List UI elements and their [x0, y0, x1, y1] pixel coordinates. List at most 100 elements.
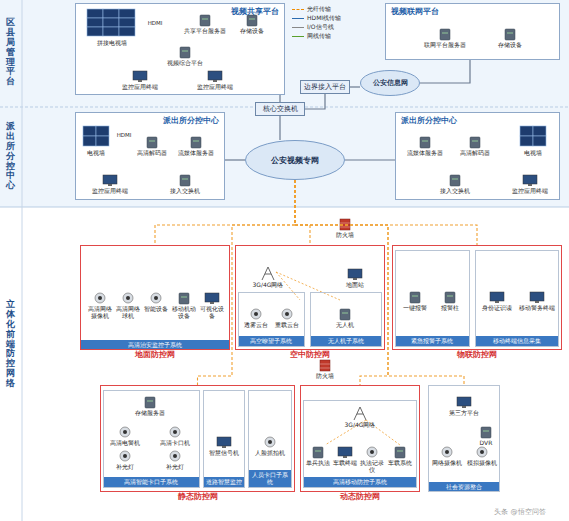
title-bar: 高清移动防控子系统 — [304, 477, 416, 487]
monitor-icon — [495, 301, 499, 303]
monitor-icon — [210, 302, 214, 304]
monitor-icon — [338, 447, 352, 456]
server-icon — [410, 292, 420, 303]
panel-heading: 视频联网平台 — [391, 7, 439, 17]
device-label: 无人机 — [330, 322, 360, 329]
monitor-icon — [217, 437, 231, 446]
panel-ground — [75, 3, 285, 95]
legend-row: 网线传输 — [292, 32, 341, 41]
server-icon — [445, 292, 455, 303]
device-label: 高清卡口机 — [157, 440, 193, 447]
subsystem-name: 紧急报警子系统 — [411, 337, 453, 344]
platform-panel: 视频联网平台 — [385, 3, 560, 60]
firewall-icon — [320, 360, 330, 371]
cloud-node: 公安信息网 — [360, 70, 420, 96]
server-icon — [149, 141, 155, 142]
camera-icon — [477, 447, 487, 457]
monitor-icon — [103, 175, 117, 184]
device-label: 高清解码器 — [458, 150, 492, 157]
group-caption: 物联防控网 — [383, 350, 569, 360]
camera-icon — [370, 450, 374, 454]
network-group: 静态防控网高清智能卡口子系统道路智慧监控人员卡口子系统 — [100, 385, 295, 492]
server-icon — [247, 15, 257, 26]
subsystem-box: 高清移动防控子系统 — [303, 400, 417, 488]
network-group: 物联防控网紧急报警子系统移动终端信息采集 — [392, 245, 562, 350]
cloud-outline — [246, 141, 345, 180]
side-label: 立体化前端防控网络 — [6, 300, 15, 389]
dashed-connector — [155, 180, 295, 245]
legend-row: I/O信号线 — [292, 23, 341, 32]
subsystem-name: 无人机子系统 — [328, 337, 364, 344]
tower-icon — [262, 267, 274, 280]
server-icon — [505, 29, 515, 40]
server-icon — [200, 15, 210, 26]
divider — [0, 207, 569, 208]
connector — [345, 159, 395, 160]
monitor-icon — [208, 71, 222, 80]
device-label: 一键报警 — [400, 305, 430, 312]
device-label: 补光灯 — [110, 464, 140, 471]
device-label: 报警柱 — [435, 305, 465, 312]
title-bar: 人员卡口子系统 — [249, 470, 291, 487]
server-icon — [442, 33, 448, 34]
subsystem-box: 高空瞭望子系统 — [238, 292, 305, 347]
server-icon — [395, 447, 405, 458]
device-label: 防火墙 — [313, 373, 337, 380]
connector — [225, 159, 245, 160]
connector — [350, 86, 360, 87]
server-icon — [313, 447, 323, 458]
camera-icon — [123, 293, 133, 303]
monitor-icon — [530, 292, 544, 301]
watermark: 头条 @悟空问答 — [475, 508, 565, 516]
device-label: 视频综合平台 — [165, 60, 205, 67]
monitor-icon — [348, 269, 362, 278]
server-icon — [450, 175, 460, 186]
cloud-node: 公安视频专网 — [245, 140, 345, 180]
legend-sample — [292, 27, 304, 28]
device-box: 边界接入平台 — [300, 80, 350, 94]
subsystem-box: 社会资源整合 — [428, 385, 500, 492]
camera-icon — [95, 293, 105, 303]
monitor-icon — [108, 184, 112, 186]
title-bar: 社会资源整合 — [429, 482, 499, 492]
network-group: 动态防控网高清移动防控子系统 — [300, 385, 420, 492]
title-bar: 高空瞭望子系统 — [239, 336, 304, 346]
legend-text: 光纤传输 — [307, 5, 331, 14]
server-icon — [147, 137, 157, 148]
device-label: 网络摄像机 — [432, 460, 462, 467]
device-label: 智能设备 — [143, 306, 170, 313]
monitor-icon — [222, 446, 226, 448]
side-label: 派出所分控中心 — [6, 122, 15, 191]
device-label: 联网平台服务器 — [423, 42, 467, 49]
dashed-connector — [295, 180, 477, 245]
device-label: HDMI — [143, 20, 167, 26]
legend-sample — [292, 9, 304, 10]
server-icon — [481, 427, 491, 438]
subsystem-name: 社会资源整合 — [446, 483, 482, 490]
legend-row: 光纤传输 — [292, 5, 341, 14]
tv-wall — [83, 9, 546, 146]
connector — [305, 94, 325, 109]
network-group: 空中防控网高空瞭望子系统无人机子系统 — [235, 245, 385, 350]
subsystem-name: 移动终端信息采集 — [493, 337, 541, 344]
device-label: 高清解码器 — [135, 150, 169, 157]
server-icon — [315, 451, 321, 452]
server-icon — [342, 313, 348, 314]
device-label: 人脸抓拍机 — [250, 450, 290, 457]
subsystem-box: 紧急报警子系统 — [395, 250, 470, 347]
camera-icon — [98, 296, 102, 300]
panel-ground — [395, 112, 560, 200]
server-icon — [182, 51, 188, 52]
subsystem-name: 高清智能卡口子系统 — [124, 478, 178, 485]
camera-icon — [123, 454, 127, 458]
cloud-label: 公安信息网 — [373, 79, 408, 88]
camera-icon — [173, 454, 177, 458]
device-label: 补光灯 — [160, 464, 190, 471]
subsystem-name: 高清治安监控子系统 — [128, 341, 182, 348]
device-label: 执法记录仪 — [359, 460, 385, 474]
device-label: 重载云台 — [272, 322, 302, 329]
box-label: 边界接入平台 — [304, 83, 346, 92]
device-label: 电视墙 — [81, 150, 111, 157]
cloud-outline — [361, 71, 420, 96]
title-bar: 移动终端信息采集 — [476, 336, 558, 346]
